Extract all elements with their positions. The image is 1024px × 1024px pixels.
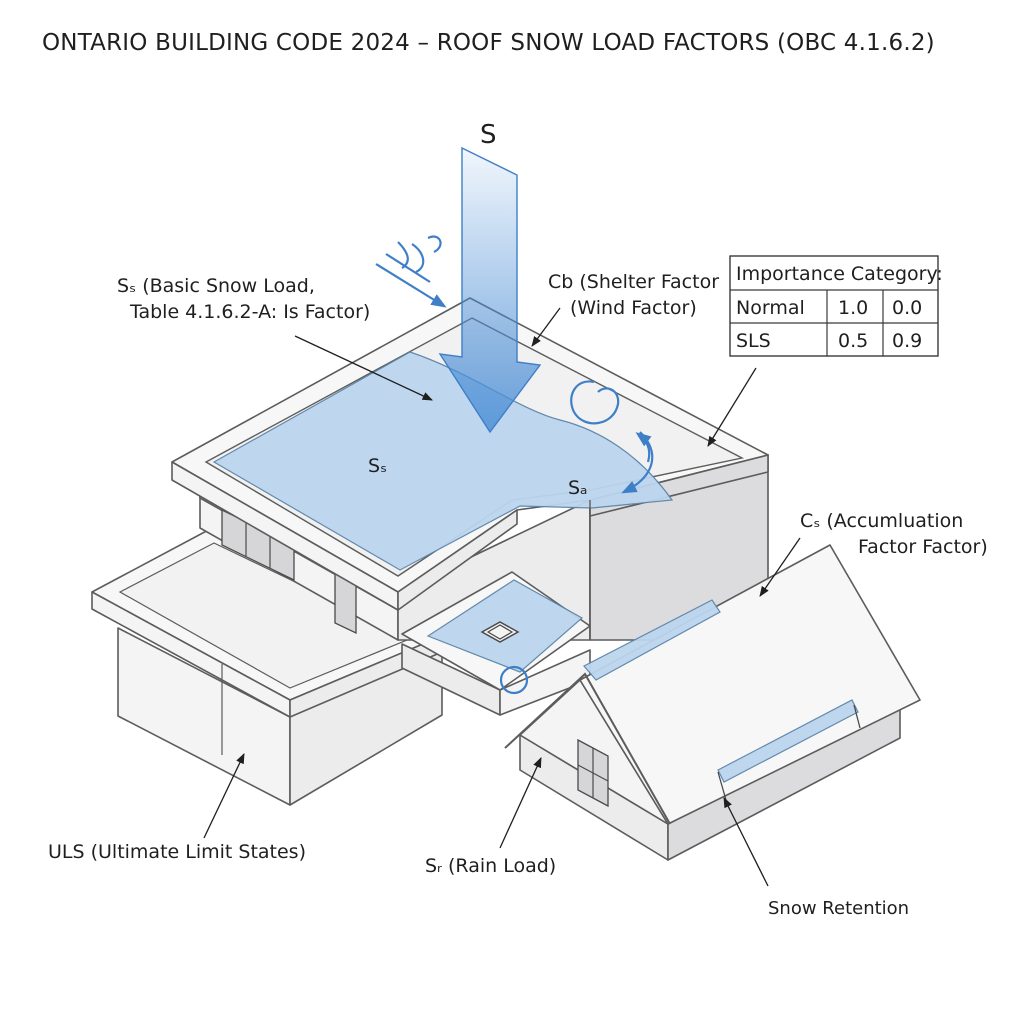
snow-retention-bar: [717, 699, 859, 783]
leader-cb: [531, 307, 561, 347]
leader-ss: [294, 335, 433, 401]
table-header: Importance Category:: [736, 263, 943, 285]
label-sa-roof: Sₐ: [568, 477, 588, 499]
table-row-normal-v2: 0.0: [892, 297, 922, 319]
middle-roof: [401, 571, 591, 716]
label-s-top: S: [480, 120, 497, 150]
label-cb-line1: Cb (Shelter Factor: [548, 271, 719, 293]
label-cs-line2: Factor Factor): [858, 536, 988, 558]
gable-wing: [504, 544, 921, 861]
snow-load-arrow: S: [438, 120, 542, 434]
leader-uls: [203, 753, 245, 839]
label-cs-line1: Cₛ (Accumluation: [800, 510, 963, 532]
table-row-sls-v2: 0.9: [892, 330, 922, 352]
label-uls: ULS (Ultimate Limit States): [48, 841, 306, 863]
label-ss-line2: Table 4.1.6.2-A: Is Factor): [129, 301, 370, 323]
drain-marker: [499, 665, 529, 695]
label-snow-retention: Snow Retention: [768, 898, 909, 919]
leader-snow-retention: [723, 797, 769, 887]
wind-symbol: [375, 235, 447, 308]
label-cb-line2: (Wind Factor): [570, 297, 697, 319]
leader-table: [707, 367, 757, 447]
label-sr: Sᵣ (Rain Load): [425, 855, 556, 877]
table-row-sls-name: SLS: [736, 330, 771, 352]
main-roof: [171, 297, 769, 611]
gable-ridge-snow: [583, 599, 721, 681]
leader-cs: [759, 537, 801, 597]
label-ss-line1: Sₛ (Basic Snow Load,: [117, 275, 315, 297]
importance-table: Importance Category: Normal 1.0 0.0 SLS …: [729, 255, 943, 357]
drift-swirl: [570, 380, 654, 494]
diagram-title: ONTARIO BUILDING CODE 2024 – ROOF SNOW L…: [42, 30, 935, 56]
label-ss-roof: Sₛ: [368, 455, 387, 477]
leader-sr: [499, 757, 542, 849]
table-row-sls-v1: 0.5: [838, 330, 868, 352]
table-row-normal-v1: 1.0: [838, 297, 868, 319]
table-row-normal-name: Normal: [736, 297, 805, 319]
